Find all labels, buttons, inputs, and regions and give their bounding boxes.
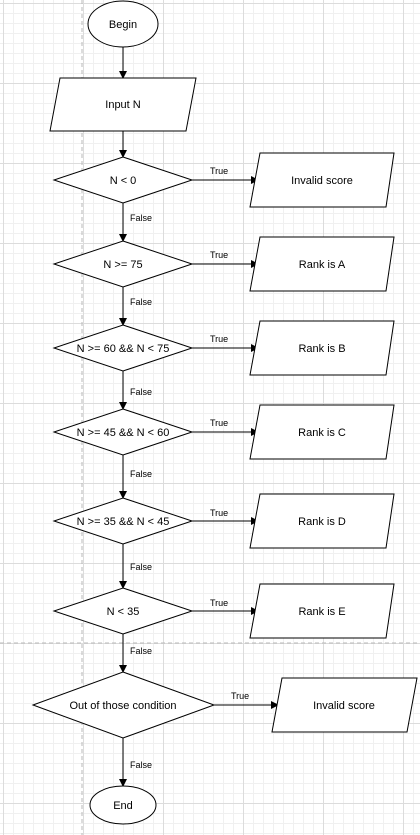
false-label-7: False	[130, 760, 152, 770]
false-label-1: False	[130, 213, 152, 223]
true-label-6: True	[210, 598, 228, 608]
output-node-2[interactable]	[249, 236, 395, 292]
output-label-6: Rank is E	[298, 606, 345, 618]
output-node-1[interactable]	[249, 152, 395, 208]
output-label-5: Rank is D	[298, 516, 346, 528]
true-label-2: True	[210, 250, 228, 260]
begin-label: Begin	[109, 19, 137, 31]
output-label-7: Invalid score	[313, 700, 375, 712]
decision-label-5: N >= 35 && N < 45	[77, 516, 170, 528]
decision-label-7: Out of those condition	[69, 700, 176, 712]
decision-label-2: N >= 75	[103, 259, 142, 271]
output-label-3: Rank is B	[298, 343, 345, 355]
false-label-2: False	[130, 297, 152, 307]
false-label-6: False	[130, 646, 152, 656]
output-node-4[interactable]	[249, 404, 395, 460]
end-node[interactable]	[89, 785, 157, 825]
end-label: End	[113, 800, 133, 812]
input-node[interactable]	[49, 77, 197, 132]
output-node-7[interactable]	[271, 677, 418, 733]
input-label: Input N	[105, 99, 141, 111]
decision-label-4: N >= 45 && N < 60	[77, 427, 170, 439]
true-label-1: True	[210, 166, 228, 176]
true-label-3: True	[210, 334, 228, 344]
output-node-3[interactable]	[249, 320, 395, 376]
false-label-5: False	[130, 562, 152, 572]
output-label-1: Invalid score	[291, 175, 353, 187]
decision-label-1: N < 0	[110, 175, 137, 187]
output-node-5[interactable]	[249, 493, 395, 549]
decision-label-3: N >= 60 && N < 75	[77, 343, 170, 355]
output-label-4: Rank is C	[298, 427, 346, 439]
false-label-3: False	[130, 387, 152, 397]
false-label-4: False	[130, 469, 152, 479]
true-label-5: True	[210, 508, 228, 518]
decision-label-6: N < 35	[107, 606, 140, 618]
output-label-2: Rank is A	[299, 259, 346, 271]
true-label-4: True	[210, 418, 228, 428]
output-node-6[interactable]	[249, 583, 395, 639]
true-label-7: True	[231, 691, 249, 701]
